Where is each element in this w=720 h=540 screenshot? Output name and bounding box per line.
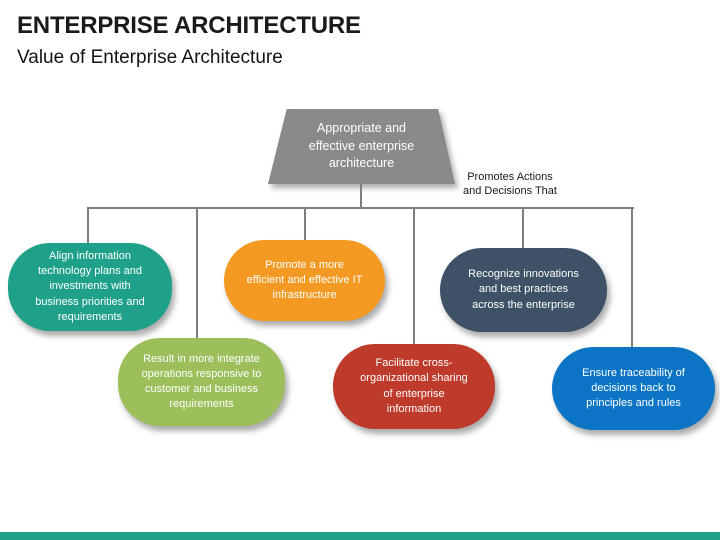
page-title: ENTERPRISE ARCHITECTURE — [17, 12, 361, 39]
bubble-recognize-innovations: Recognize innovations and best practices… — [440, 248, 607, 332]
root-shape-label: Appropriate and effective enterprise arc… — [308, 121, 415, 171]
page-subtitle: Value of Enterprise Architecture — [17, 47, 283, 68]
connector-horizontal — [87, 207, 634, 209]
connector-drop-integrated-operations — [196, 207, 198, 340]
connector-drop-ensure-traceability — [631, 207, 633, 347]
connector-trunk — [360, 184, 362, 208]
bubble-ensure-traceability: Ensure traceability of decisions back to… — [552, 347, 715, 430]
connector-drop-efficient-it — [304, 207, 306, 242]
root-shape-trapezoid: Appropriate and effective enterprise arc… — [268, 109, 455, 184]
root-shape-fill: Appropriate and effective enterprise arc… — [268, 109, 455, 184]
footer-accent-bar — [0, 532, 720, 540]
bubble-align-it-plans: Align information technology plans and i… — [8, 243, 172, 331]
bubble-integrated-operations: Result in more integrate operations resp… — [118, 338, 285, 426]
connector-drop-cross-org-sharing — [413, 207, 415, 346]
annotation-promotes-actions: Promotes Actions and Decisions That — [463, 171, 557, 198]
connector-drop-align-it-plans — [87, 207, 89, 245]
bubble-cross-org-sharing: Facilitate cross-organizational sharing … — [333, 344, 495, 429]
bubble-efficient-it-infrastructure: Promote a more efficient and effective I… — [224, 240, 385, 321]
connector-drop-recognize-innovations — [522, 207, 524, 250]
